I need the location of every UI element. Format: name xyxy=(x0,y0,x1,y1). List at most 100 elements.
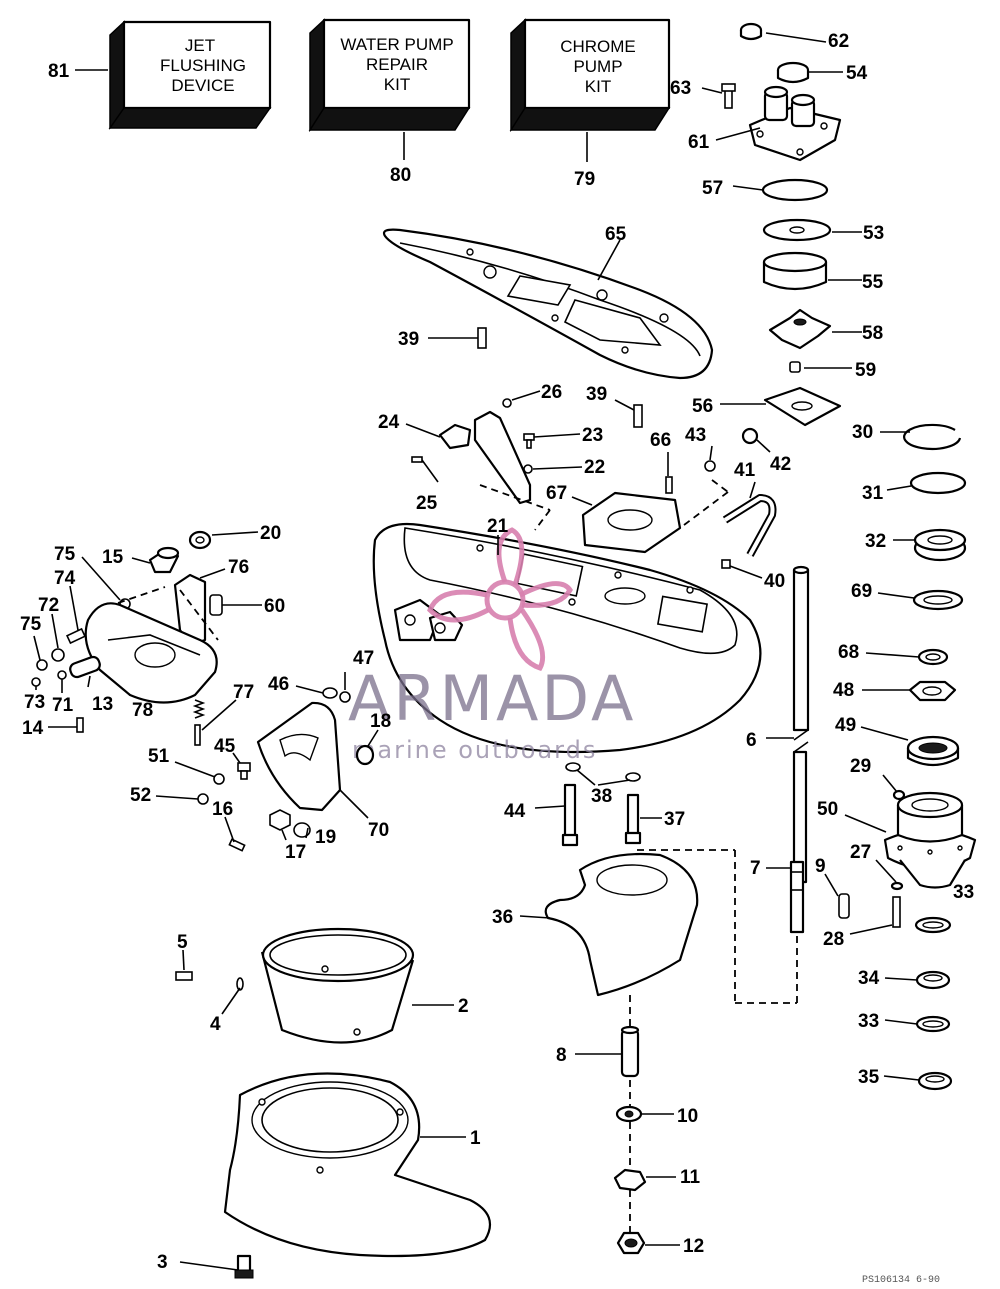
callout-11: 11 xyxy=(680,1167,701,1188)
callout-25: 25 xyxy=(416,493,438,514)
part-35-seal xyxy=(917,1071,953,1091)
callout-44: 44 xyxy=(504,801,526,822)
part-52-nut xyxy=(197,793,209,805)
part-4-clip xyxy=(236,977,244,991)
part-50-bearing-housing xyxy=(883,791,977,889)
callout-10: 10 xyxy=(677,1106,698,1127)
part-56-plate xyxy=(763,386,842,427)
part-6-driveshaft xyxy=(792,565,810,884)
callout-15: 15 xyxy=(102,547,124,568)
callout-29: 29 xyxy=(850,756,871,777)
callout-63: 63 xyxy=(670,78,691,99)
part-22-washer xyxy=(523,464,533,474)
callout-57: 57 xyxy=(702,178,723,199)
callout-32: 32 xyxy=(865,531,886,552)
watermark-brand: ARMADA xyxy=(348,662,636,735)
part-74-stud xyxy=(65,627,87,645)
kit-79-line-1: CHROME xyxy=(560,37,636,56)
part-66-screw xyxy=(665,476,673,494)
callout-13: 13 xyxy=(92,694,113,715)
part-53-plate xyxy=(762,218,832,242)
kit-80-line-3: KIT xyxy=(384,75,410,94)
part-57-o-ring xyxy=(761,178,829,202)
callout-74: 74 xyxy=(54,568,76,589)
part-58-impeller xyxy=(768,308,832,350)
part-61-pump-housing xyxy=(748,85,842,162)
kit-box-jet-flushing-device: JET FLUSHING DEVICE xyxy=(108,20,272,130)
callout-79: 79 xyxy=(574,169,595,190)
callout-39-lower: 39 xyxy=(586,384,607,405)
callout-17: 17 xyxy=(285,842,306,863)
callout-18: 18 xyxy=(370,711,391,732)
callout-38: 38 xyxy=(591,786,612,807)
part-27-washer xyxy=(890,881,904,891)
part-3-bolt xyxy=(234,1254,254,1279)
part-25-screw xyxy=(411,456,423,463)
callout-3: 3 xyxy=(157,1252,168,1273)
callout-41: 41 xyxy=(734,460,756,481)
callout-56: 56 xyxy=(692,396,713,417)
callout-78: 78 xyxy=(132,700,153,721)
part-71-washer xyxy=(57,670,67,680)
part-12-nut xyxy=(616,1231,646,1255)
part-30-retaining-ring xyxy=(903,423,962,450)
part-26-nut xyxy=(502,398,512,408)
callout-5: 5 xyxy=(177,932,188,953)
callout-33-lower: 33 xyxy=(858,1011,879,1032)
callout-numbers: 81 80 79 62 54 63 61 57 53 55 58 59 65 3… xyxy=(20,31,974,1273)
callout-54: 54 xyxy=(846,63,868,84)
callout-19: 19 xyxy=(315,827,336,848)
callout-12: 12 xyxy=(683,1236,704,1257)
callout-42: 42 xyxy=(770,454,791,475)
part-36-impeller xyxy=(544,849,798,1004)
callout-49: 49 xyxy=(835,715,856,736)
part-33-seal-lower xyxy=(915,1015,951,1033)
kit-81-line-3: DEVICE xyxy=(171,76,234,95)
callout-48: 48 xyxy=(833,680,854,701)
callout-26: 26 xyxy=(541,382,562,403)
part-39-screw-b xyxy=(633,404,643,428)
part-1-intake-housing xyxy=(223,1072,492,1258)
callout-60: 60 xyxy=(264,596,285,617)
part-51-washer xyxy=(213,773,225,785)
part-49-bearing xyxy=(906,735,960,767)
callout-16: 16 xyxy=(212,799,233,820)
part-42-fitting xyxy=(741,427,759,445)
part-59-key xyxy=(789,361,801,373)
callout-70: 70 xyxy=(368,820,389,841)
callout-39-upper: 39 xyxy=(398,329,419,350)
callout-51: 51 xyxy=(148,746,170,767)
leader-lines xyxy=(33,32,920,1271)
kit-81-line-1: JET xyxy=(185,36,215,55)
part-41-hose xyxy=(722,494,777,557)
part-20-washer xyxy=(188,530,212,550)
callout-22: 22 xyxy=(584,457,605,478)
callout-27: 27 xyxy=(850,842,871,863)
callout-68: 68 xyxy=(838,642,859,663)
kit-79-line-3: KIT xyxy=(585,77,611,96)
callout-81: 81 xyxy=(48,61,70,82)
part-72-nut xyxy=(51,648,65,662)
part-23-screw xyxy=(523,433,535,449)
part-28-screw xyxy=(892,896,901,928)
part-69-washer xyxy=(912,589,964,611)
part-46-washer xyxy=(322,687,338,699)
part-33-seal-upper xyxy=(914,916,952,934)
part-45-screw xyxy=(237,762,251,780)
callout-43: 43 xyxy=(685,425,706,446)
kit-box-chrome-pump: CHROME PUMP KIT xyxy=(509,18,671,133)
part-19-washer xyxy=(293,822,311,838)
callout-33-upper: 33 xyxy=(953,882,974,903)
part-16-screw xyxy=(228,838,246,852)
callout-35: 35 xyxy=(858,1067,880,1088)
watermark-tagline: marine outboards xyxy=(352,736,597,764)
callout-14: 14 xyxy=(22,718,44,739)
callout-1: 1 xyxy=(470,1128,481,1149)
part-75-nut-b xyxy=(36,659,48,671)
part-77-spring xyxy=(192,699,206,746)
part-38-washers xyxy=(565,762,641,782)
callout-8: 8 xyxy=(556,1045,567,1066)
callout-4: 4 xyxy=(210,1014,221,1035)
part-43-nut xyxy=(704,460,716,472)
part-17-nut xyxy=(269,809,291,831)
